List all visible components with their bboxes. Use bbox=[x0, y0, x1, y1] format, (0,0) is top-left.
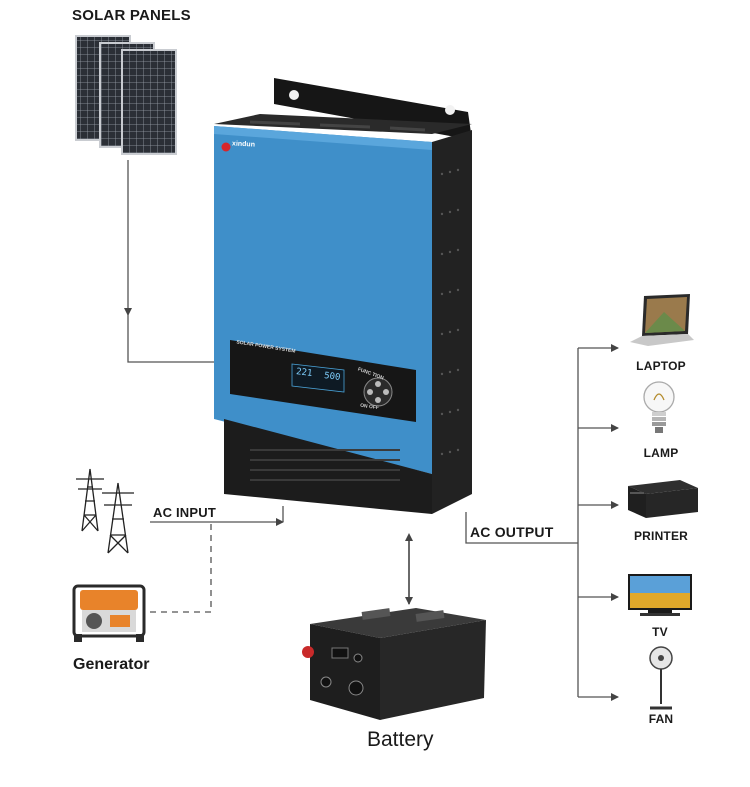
display-readout-right: 500 bbox=[323, 371, 341, 383]
load-label-lamp: LAMP bbox=[643, 446, 679, 460]
laptop-icon bbox=[630, 294, 694, 346]
ac-output-line bbox=[465, 512, 578, 544]
ac-output-label: AC OUTPUT bbox=[470, 524, 554, 540]
solar-panels-icon bbox=[75, 35, 177, 155]
solar-line-horizontal bbox=[127, 315, 216, 363]
load-label-fan: FAN bbox=[648, 712, 674, 726]
tv-icon bbox=[628, 574, 692, 616]
display-readout-left: 221 bbox=[295, 367, 313, 379]
load-label-laptop: LAPTOP bbox=[636, 359, 686, 373]
generator-label: Generator bbox=[73, 656, 150, 673]
solar-panels-label: SOLAR PANELS bbox=[72, 7, 191, 24]
battery-icon bbox=[302, 608, 486, 720]
load-label-printer: PRINTER bbox=[633, 529, 689, 543]
load-label-tv: TV bbox=[652, 625, 668, 639]
generator-dashed-line bbox=[150, 522, 212, 613]
inverter-device bbox=[214, 78, 472, 514]
ac-input-label: AC INPUT bbox=[153, 505, 216, 520]
battery-label: Battery bbox=[367, 728, 434, 751]
transmission-tower-icon bbox=[76, 468, 134, 554]
inverter-brand: xindun bbox=[231, 140, 256, 149]
fan-icon bbox=[649, 646, 673, 710]
lamp-icon bbox=[643, 381, 675, 433]
generator-icon bbox=[72, 584, 146, 642]
printer-icon bbox=[628, 480, 698, 518]
